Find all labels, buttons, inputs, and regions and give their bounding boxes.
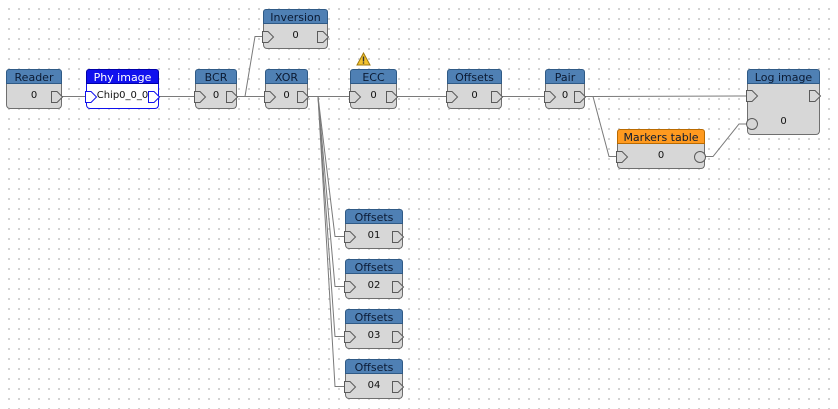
connection-wire[interactable] xyxy=(585,95,747,97)
warning-icon xyxy=(356,52,371,66)
node-log-image[interactable]: Log image 0 xyxy=(746,69,822,135)
node-value: 0 xyxy=(292,30,299,41)
input-port[interactable] xyxy=(344,330,357,343)
output-port[interactable] xyxy=(392,380,405,393)
connection-wire[interactable] xyxy=(308,96,345,337)
node-title: Inversion xyxy=(263,9,328,24)
connection-wire[interactable] xyxy=(705,123,747,157)
node-inversion[interactable]: Inversion 0 xyxy=(262,9,330,49)
node-value: 0 xyxy=(283,90,290,101)
input-port[interactable] xyxy=(616,150,629,163)
node-value: 0 xyxy=(780,116,787,127)
node-title: Offsets xyxy=(345,359,403,374)
node-value: 0 xyxy=(657,150,665,161)
input-port[interactable] xyxy=(746,118,758,130)
input-port[interactable] xyxy=(746,90,759,102)
output-port[interactable] xyxy=(226,90,239,103)
node-reader[interactable]: Reader 0 xyxy=(6,69,64,109)
node-title: Log image xyxy=(747,69,820,84)
node-value: 0 xyxy=(212,90,220,101)
output-port[interactable] xyxy=(392,230,405,243)
input-port[interactable] xyxy=(344,230,357,243)
output-port[interactable] xyxy=(574,90,587,103)
output-port[interactable] xyxy=(392,280,405,293)
node-bcr[interactable]: BCR 0 xyxy=(194,69,239,109)
output-port[interactable] xyxy=(491,90,504,103)
connection-wire[interactable] xyxy=(308,96,345,287)
node-offsets-04[interactable]: Offsets 04 xyxy=(344,359,405,399)
input-port[interactable] xyxy=(349,90,362,103)
node-title: Offsets xyxy=(447,69,502,84)
output-port[interactable] xyxy=(392,330,405,343)
node-offsets-03[interactable]: Offsets 03 xyxy=(344,309,405,349)
connection-wire[interactable] xyxy=(585,96,617,157)
node-title: Phy image xyxy=(86,69,159,84)
node-title: ECC xyxy=(350,69,397,84)
output-port[interactable] xyxy=(317,30,330,43)
output-port[interactable] xyxy=(51,90,64,103)
output-port[interactable] xyxy=(694,150,706,163)
node-value: 02 xyxy=(367,280,381,291)
node-value: 01 xyxy=(367,230,381,241)
node-value: Chip0_0_0 xyxy=(96,90,149,101)
input-port[interactable] xyxy=(344,380,357,393)
node-markers-table[interactable]: Markers table 0 xyxy=(616,129,706,169)
input-port[interactable] xyxy=(85,90,98,103)
node-pair[interactable]: Pair 0 xyxy=(544,69,587,109)
node-title: XOR xyxy=(265,69,308,84)
connection-wire[interactable] xyxy=(308,96,345,387)
connection-wire[interactable] xyxy=(237,36,263,97)
node-title: Offsets xyxy=(345,209,403,224)
output-port[interactable] xyxy=(148,90,161,103)
input-port[interactable] xyxy=(264,90,277,103)
node-body: 0 xyxy=(617,144,705,169)
node-title: Offsets xyxy=(345,259,403,274)
input-port[interactable] xyxy=(446,90,459,103)
node-title: BCR xyxy=(195,69,237,84)
node-xor[interactable]: XOR 0 xyxy=(264,69,310,109)
node-offsets-01[interactable]: Offsets 01 xyxy=(344,209,405,249)
node-body: Chip0_0_0 xyxy=(86,84,159,109)
node-title: Markers table xyxy=(617,129,705,144)
node-value: 0 xyxy=(30,90,38,101)
input-port[interactable] xyxy=(262,30,275,43)
node-value: 04 xyxy=(367,380,381,391)
output-port[interactable] xyxy=(297,90,310,103)
output-port[interactable] xyxy=(386,90,399,103)
input-port[interactable] xyxy=(544,90,557,103)
node-value: 0 xyxy=(561,90,569,101)
node-ecc[interactable]: ECC 0 xyxy=(349,69,399,109)
node-offsets-main[interactable]: Offsets 0 xyxy=(446,69,504,109)
node-value: 0 xyxy=(471,90,478,101)
node-body: 0 xyxy=(747,84,820,135)
node-value: 03 xyxy=(367,330,381,341)
node-offsets-02[interactable]: Offsets 02 xyxy=(344,259,405,299)
node-title: Offsets xyxy=(345,309,403,324)
input-port[interactable] xyxy=(194,90,207,103)
node-title: Pair xyxy=(545,69,585,84)
output-port[interactable] xyxy=(809,90,822,102)
node-value: 0 xyxy=(370,90,377,101)
node-title: Reader xyxy=(6,69,62,84)
input-port[interactable] xyxy=(344,280,357,293)
